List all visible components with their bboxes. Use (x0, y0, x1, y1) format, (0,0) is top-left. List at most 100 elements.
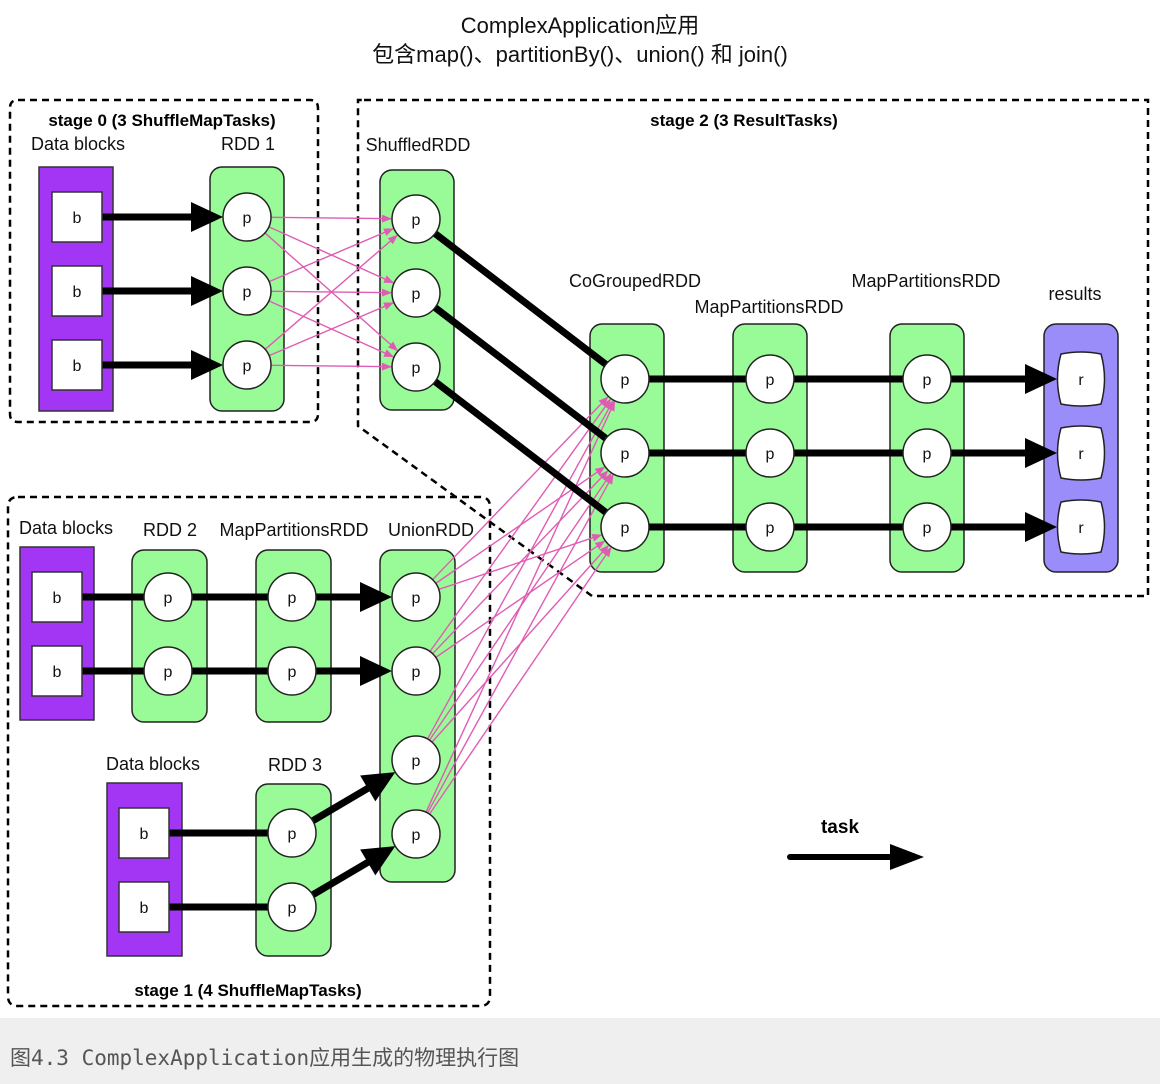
union-item-label-3: p (412, 827, 421, 844)
rdd1-item-label-0: p (243, 210, 252, 227)
shuffle-edge-3 (268, 228, 394, 283)
results-label: results (1048, 284, 1101, 304)
mpr3-partition-0 (902, 354, 952, 404)
shuffled-item-label-2: p (412, 360, 421, 377)
shuffled-partition-1 (391, 268, 441, 318)
db2-item-label-1: b (140, 900, 149, 917)
mpr3-item-label-1: p (923, 446, 932, 463)
legend-task-arrowhead-icon (890, 844, 924, 870)
cogrouped-partition-2 (600, 502, 650, 552)
shuffled-partition-0 (391, 194, 441, 244)
rdd2-item-label-1: p (164, 664, 173, 681)
task-arrowhead-icon-11 (360, 656, 392, 686)
rdd1-label: RDD 1 (221, 134, 275, 154)
task-edge-3 (431, 230, 610, 368)
shuffle-edge-15 (426, 400, 614, 740)
mpr3-item-label-0: p (923, 372, 932, 389)
rdd1-partition-0 (222, 192, 272, 242)
union-partition-3 (391, 809, 441, 859)
db0-item-label-2: b (73, 358, 82, 375)
rdd3-item-label-1: p (288, 900, 297, 917)
union-partition-2 (391, 735, 441, 785)
db2-block-0 (118, 807, 170, 859)
result-1 (1056, 425, 1106, 481)
mpr1-label: MapPartitionsRDD (219, 520, 368, 540)
rdd3-partition-1 (267, 882, 317, 932)
physical-execution-diagram: stage 0 (3 ShuffleMapTasks) stage 2 (3 R… (6, 98, 1150, 1008)
rdd2-label: RDD 2 (143, 520, 197, 540)
shuffled-label: ShuffledRDD (366, 135, 471, 155)
db1-item-label-0: b (53, 590, 62, 607)
results-item-label-0: r (1078, 372, 1084, 389)
rdd3-item-label-0: p (288, 826, 297, 843)
task-arrowhead-icon-22 (1025, 364, 1057, 394)
shuffle-edge-14 (435, 540, 606, 658)
cogrouped-label: CoGroupedRDD (569, 271, 701, 291)
mpr2-partition-2 (745, 502, 795, 552)
stage-0-label: stage 0 (3 ShuffleMapTasks) (48, 111, 275, 130)
rdd3-label: RDD 3 (268, 755, 322, 775)
mpr3-partition-2 (902, 502, 952, 552)
stage-2-label: stage 2 (3 ResultTasks) (650, 111, 838, 130)
mpr2-label: MapPartitionsRDD (694, 297, 843, 317)
db0-block-2 (51, 339, 103, 391)
task-arrowhead-icon-24 (1025, 512, 1057, 542)
mpr3-partition-1 (902, 428, 952, 478)
shuffle-edge-7 (268, 302, 394, 357)
db0-item-label-0: b (73, 210, 82, 227)
cogrouped-item-label-2: p (621, 520, 630, 537)
cogrouped-partition-0 (600, 354, 650, 404)
diagram-title: ComplexApplication应用 (460, 13, 700, 38)
shuffle-edge-19 (426, 474, 614, 814)
mpr2-item-label-0: p (766, 372, 775, 389)
shuffle-edge-0 (270, 214, 393, 223)
db2-item-label-0: b (140, 826, 149, 843)
shuffled-item-label-1: p (412, 286, 421, 303)
mpr3-item-label-2: p (923, 520, 932, 537)
diagram-subtitle: 包含map()、partitionBy()、union() 和 join() (372, 42, 788, 67)
shuffle-edge-12 (429, 398, 612, 652)
rdd1-partition-2 (222, 340, 272, 390)
mpr3-label: MapPartitionsRDD (851, 271, 1000, 291)
legend: task (787, 817, 924, 870)
mpr1-partition-1 (267, 646, 317, 696)
result-2 (1056, 499, 1106, 555)
shuffle-edge-6 (264, 234, 398, 350)
mpr2-item-label-1: p (766, 446, 775, 463)
rdd1-partition-1 (222, 266, 272, 316)
union-partition-1 (391, 646, 441, 696)
rdd2-partition-0 (143, 572, 193, 622)
stage-2-boundary (356, 98, 1150, 598)
mpr1-item-label-1: p (288, 664, 297, 681)
cogrouped-item-label-0: p (621, 372, 630, 389)
task-arrowhead-icon-0 (191, 202, 223, 232)
task-edge-15 (309, 857, 373, 899)
db0-block-1 (51, 265, 103, 317)
task-arrowhead-icon-15 (360, 846, 396, 876)
task-edge-4 (431, 304, 610, 442)
db2-label: Data blocks (106, 754, 200, 774)
rdd2-item-label-0: p (164, 590, 173, 607)
task-arrowhead-icon-14 (360, 772, 396, 802)
db2-block-1 (118, 881, 170, 933)
union-item-label-1: p (412, 664, 421, 681)
db0-block-0 (51, 191, 103, 243)
task-arrowhead-icon-1 (191, 276, 223, 306)
figure-caption: 图4.3 ComplexApplication应用生成的物理执行图 (10, 1046, 520, 1070)
shuffle-edge-8 (270, 362, 393, 371)
task-arrowhead-icon-2 (191, 350, 223, 380)
db1-block-0 (31, 571, 83, 623)
stage-1-boundary (6, 495, 492, 1008)
rdd1-item-label-2: p (243, 358, 252, 375)
task-arrowhead-icon-23 (1025, 438, 1057, 468)
stage-0-boundary (8, 98, 320, 424)
shuffle-edge-20 (428, 546, 612, 815)
rdd1-item-label-1: p (243, 284, 252, 301)
mpr1-partition-0 (267, 572, 317, 622)
union-item-label-0: p (412, 590, 421, 607)
union-partition-0 (391, 572, 441, 622)
rdd3-partition-0 (267, 808, 317, 858)
shuffled-item-label-0: p (412, 212, 421, 229)
db0-label: Data blocks (31, 134, 125, 154)
mpr2-partition-1 (745, 428, 795, 478)
